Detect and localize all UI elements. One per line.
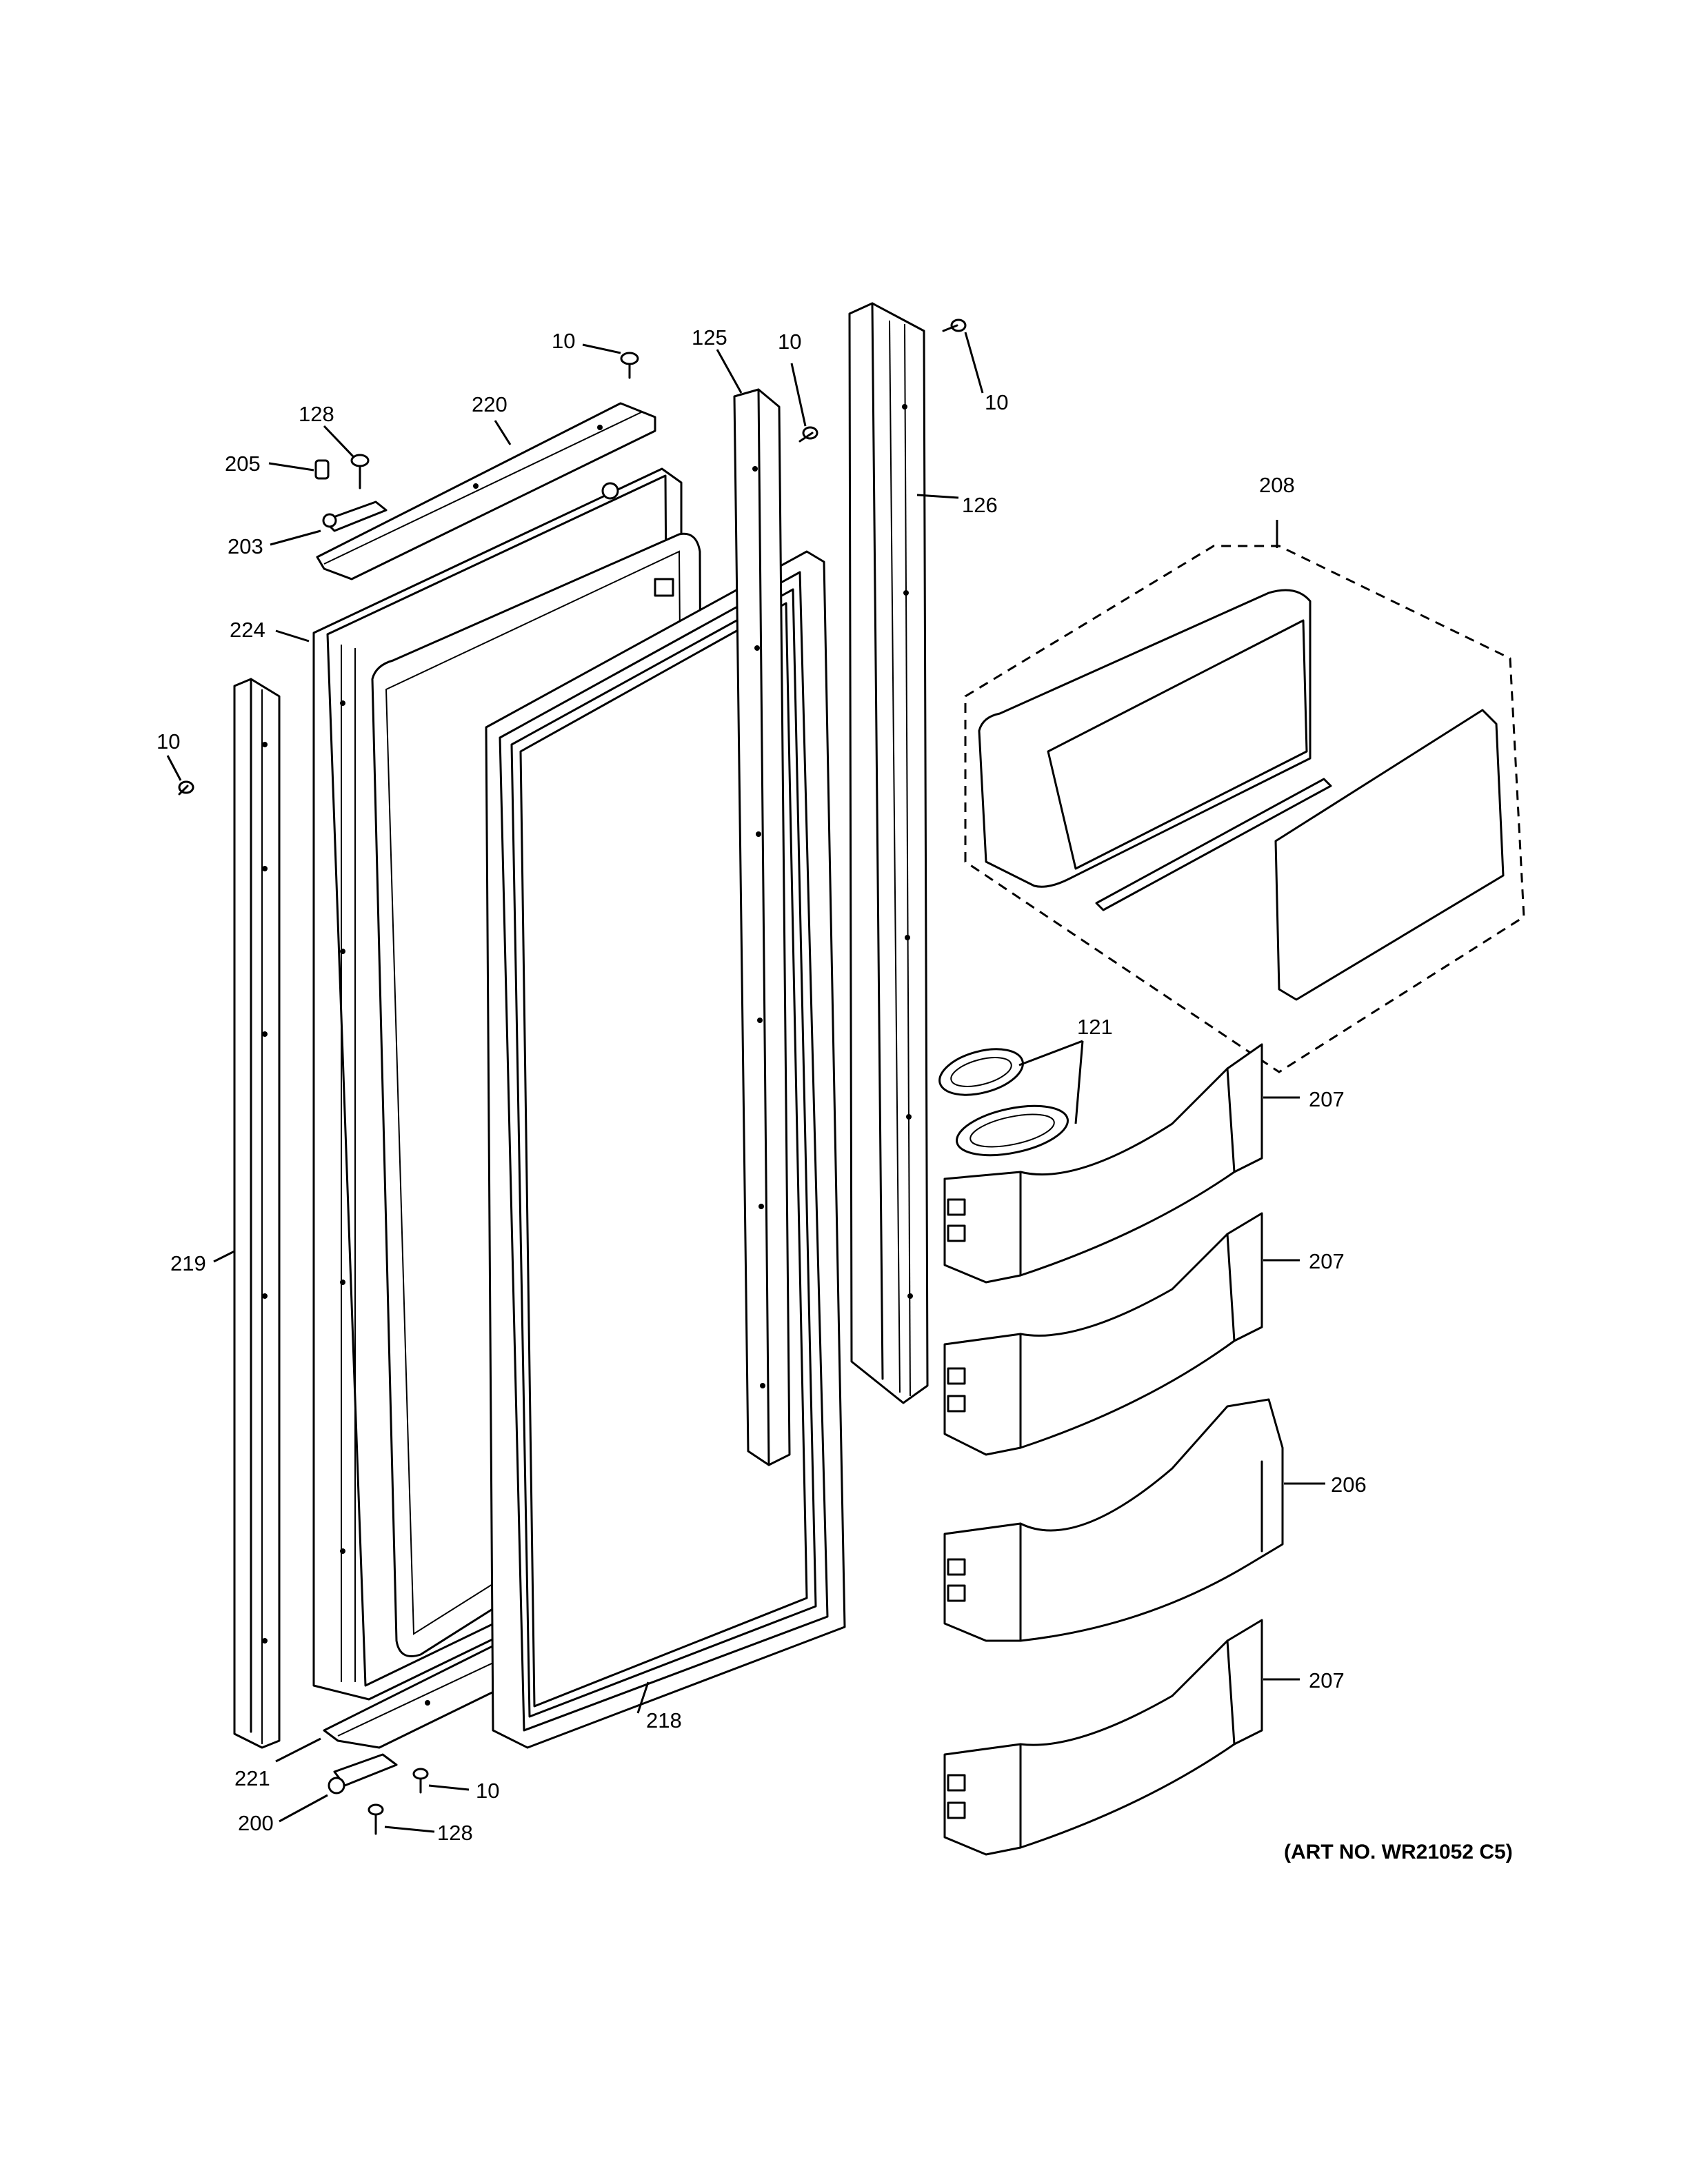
callout-203: 203	[228, 534, 263, 558]
pin-205-icon	[314, 459, 330, 480]
art-number-note: (ART NO. WR21052 C5)	[1284, 1841, 1513, 1863]
callout-219: 219	[170, 1251, 206, 1275]
callout-200: 200	[238, 1811, 274, 1835]
screw-128-bottom-icon	[368, 1803, 384, 1835]
callout-10-top: 10	[552, 329, 575, 353]
callout-220: 220	[472, 392, 508, 416]
screw-10-left-icon	[178, 780, 194, 796]
part-207-bin-c	[943, 1619, 1263, 1856]
callout-126: 126	[962, 493, 998, 517]
part-207-bin-a	[943, 1043, 1263, 1284]
part-125-channel	[733, 388, 791, 1466]
callout-10-left: 10	[157, 729, 180, 754]
part-206-bin	[943, 1398, 1284, 1642]
callout-128-bottom: 128	[437, 1821, 473, 1845]
screw-10-mid-icon	[798, 426, 818, 443]
callout-labels: 10 125 10 10 128 220 205 203 126 208 224…	[157, 325, 1367, 1845]
callout-125: 125	[692, 325, 727, 350]
callout-206: 206	[1331, 1473, 1367, 1497]
hinge-200-icon	[328, 1753, 398, 1794]
callout-218: 218	[646, 1708, 682, 1732]
callout-224: 224	[230, 618, 265, 642]
callout-128-top: 128	[299, 402, 334, 426]
callout-205: 205	[225, 452, 261, 476]
callout-10-right: 10	[985, 390, 1008, 414]
callout-10-bottom: 10	[476, 1779, 499, 1803]
callout-10-mid: 10	[778, 330, 801, 354]
screw-128-top-icon	[350, 454, 370, 489]
callout-121: 121	[1077, 1015, 1113, 1039]
callout-207-b: 207	[1309, 1249, 1345, 1273]
callout-207-c: 207	[1309, 1668, 1345, 1692]
part-121-gaskets	[938, 1048, 1069, 1157]
part-208-dairy-assembly	[964, 545, 1525, 1073]
screw-10-bottom-icon	[412, 1768, 429, 1794]
callout-208: 208	[1259, 473, 1295, 497]
part-220-top-strip	[316, 402, 656, 580]
screw-10-right-icon	[942, 318, 967, 332]
callout-221: 221	[234, 1766, 270, 1790]
part-219-trim-strip	[233, 678, 281, 1749]
hinge-203-icon	[322, 501, 388, 532]
part-218-door-gasket	[485, 550, 846, 1749]
callout-207-a: 207	[1309, 1087, 1345, 1111]
screw-10-top-icon	[620, 352, 639, 379]
part-126-mullion	[848, 302, 929, 1404]
part-207-bin-b	[943, 1212, 1263, 1456]
leader-lines	[166, 332, 1325, 1833]
